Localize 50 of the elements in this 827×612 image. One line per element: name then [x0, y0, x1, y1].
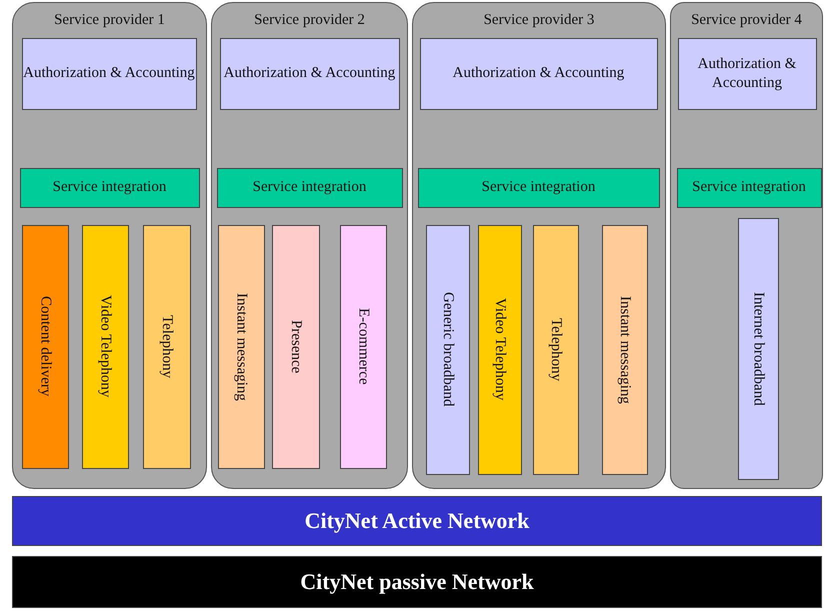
network-bar	[12, 496, 822, 546]
service-label: Internet broadband	[749, 292, 768, 406]
provider-panel	[211, 2, 408, 489]
service-box	[420, 38, 658, 110]
service-label: Service integration	[52, 178, 166, 197]
panel-title: Service provider 1	[54, 11, 165, 30]
service-label: CityNet passive Network	[300, 568, 534, 596]
panel-title: Service provider 4	[691, 11, 802, 30]
service-bar	[218, 224, 264, 468]
service-label: Presence	[286, 320, 305, 374]
service-bar	[738, 218, 778, 480]
service-label: Authorization & Accounting	[224, 64, 396, 83]
service-bar	[82, 224, 128, 468]
service-label: Authorization & Accounting	[696, 54, 798, 92]
service-box	[676, 168, 822, 208]
network-bar	[12, 556, 822, 608]
service-label: Authorization & Accounting	[23, 64, 195, 83]
provider-panel	[412, 2, 666, 489]
service-label: Video Telephony	[96, 295, 114, 398]
service-label: Service integration	[482, 178, 596, 197]
service-box	[678, 38, 816, 110]
service-label: Instant messaging	[616, 296, 634, 404]
service-bar	[142, 224, 190, 468]
service-label: Telephony	[546, 318, 565, 382]
service-bar	[532, 224, 578, 474]
service-label: Authorization & Accounting	[452, 64, 624, 83]
service-label: Service integration	[692, 178, 806, 197]
provider-panel	[670, 2, 823, 489]
service-label: Video Telephony	[490, 298, 509, 401]
service-box	[220, 38, 400, 110]
service-bar	[22, 224, 68, 468]
panel-title: Service provider 2	[254, 11, 365, 30]
service-label: Telephony	[158, 314, 176, 378]
service-bar	[602, 224, 648, 474]
service-label: Generic broadband	[438, 292, 457, 407]
service-label: E-commerce	[354, 308, 372, 385]
service-box	[216, 168, 402, 208]
service-bar	[426, 224, 470, 474]
service-label: Content delivery	[36, 296, 54, 397]
service-box	[418, 168, 660, 208]
service-box	[20, 168, 200, 208]
service-bar	[478, 224, 522, 474]
service-box	[22, 38, 196, 110]
provider-panel	[12, 2, 207, 489]
service-label: Service integration	[252, 178, 366, 197]
service-label: CityNet Active Network	[304, 507, 530, 535]
service-label: Instant messaging	[232, 292, 250, 400]
panel-title: Service provider 3	[484, 11, 594, 30]
service-bar	[272, 224, 320, 468]
service-bar	[340, 224, 386, 468]
